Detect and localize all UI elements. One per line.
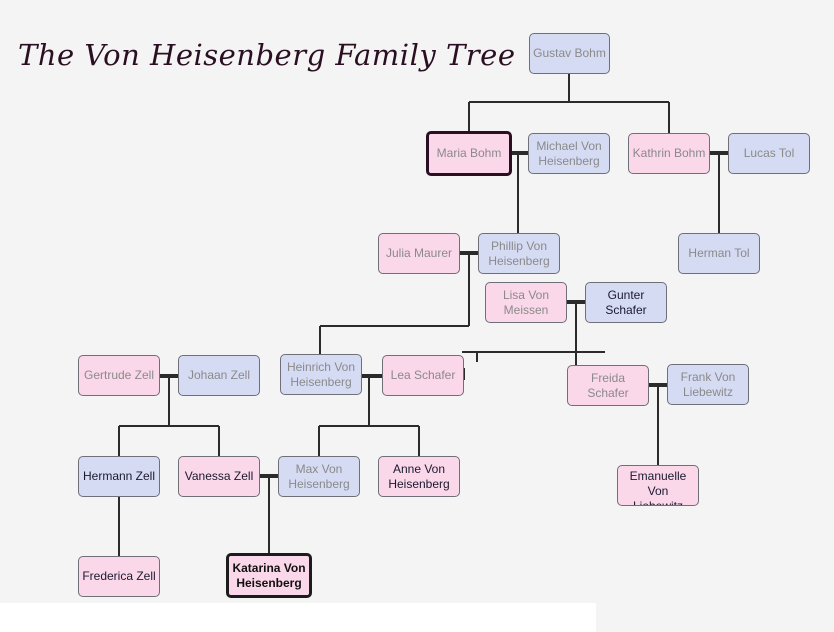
person-name: Herman Tol: [688, 246, 750, 260]
person-node-gustav-bohm[interactable]: Gustav Bohm: [529, 33, 610, 74]
person-name: Kathrin Bohm: [632, 146, 706, 160]
person-name: Anne Von Heisenberg: [388, 461, 450, 491]
person-node-lea-schafer[interactable]: Lea Schafer: [382, 355, 464, 396]
person-node-frank-von-liebewitz[interactable]: Frank Von Liebewitz: [667, 364, 749, 405]
person-node-johaan-zell[interactable]: Johaan Zell: [178, 355, 260, 396]
person-name: Michael Von Heisenberg: [536, 138, 602, 168]
person-name: Gunter Schafer: [605, 287, 647, 317]
bottom-band: [0, 603, 834, 632]
person-name: Vanessa Zell: [184, 469, 254, 483]
person-name: Maria Bohm: [436, 146, 502, 160]
person-name: Hermann Zell: [82, 469, 156, 483]
person-node-hermann-zell[interactable]: Hermann Zell: [78, 456, 160, 497]
person-node-lisa-von-meissen[interactable]: Lisa Von Meissen: [485, 282, 567, 323]
person-node-julia-maurer[interactable]: Julia Maurer: [378, 233, 460, 274]
person-name: Lucas Tol: [743, 146, 795, 160]
person-node-michael-von-heisenberg[interactable]: Michael Von Heisenberg: [528, 133, 610, 174]
person-name: Lisa Von Meissen: [502, 287, 550, 317]
person-node-vanessa-zell[interactable]: Vanessa Zell: [178, 456, 260, 497]
person-node-kathrin-bohm[interactable]: Kathrin Bohm: [628, 133, 710, 174]
person-node-anne-von-heisenberg[interactable]: Anne Von Heisenberg: [378, 456, 460, 497]
person-name: Max Von Heisenberg: [288, 461, 350, 491]
person-name: Heinrich Von Heisenberg: [286, 359, 356, 389]
person-name: Gustav Bohm: [533, 46, 606, 60]
person-node-freida-schafer[interactable]: Freida Schafer: [567, 365, 649, 406]
person-name: Frank Von Liebewitz: [680, 369, 736, 399]
person-node-katarina-von-heisenberg[interactable]: Katarina Von Heisenberg: [226, 553, 312, 598]
person-node-maria-bohm[interactable]: Maria Bohm: [426, 131, 512, 176]
person-node-emanuelle-von-liebewitz[interactable]: Emanuelle Von Liebewitz: [617, 465, 699, 506]
person-node-herman-tol[interactable]: Herman Tol: [678, 233, 760, 274]
person-name: Freida Schafer: [587, 370, 629, 400]
person-node-lucas-tol[interactable]: Lucas Tol: [728, 133, 810, 174]
person-name: Johaan Zell: [187, 368, 251, 382]
person-node-gertrude-zell[interactable]: Gertrude Zell: [78, 355, 160, 396]
person-node-max-von-heisenberg[interactable]: Max Von Heisenberg: [278, 456, 360, 497]
person-name: Katarina Von Heisenberg: [232, 560, 306, 590]
person-node-heinrich-von-heisenberg[interactable]: Heinrich Von Heisenberg: [280, 354, 362, 395]
person-name: Emanuelle Von Liebewitz: [629, 469, 687, 506]
person-name: Phillip Von Heisenberg: [488, 238, 550, 268]
person-node-frederica-zell[interactable]: Frederica Zell: [78, 556, 160, 597]
person-name: Frederica Zell: [82, 569, 156, 583]
page-title: The Von Heisenberg Family Tree: [18, 38, 516, 72]
person-name: Lea Schafer: [390, 368, 456, 382]
person-node-phillip-von-heisenberg[interactable]: Phillip Von Heisenberg: [478, 233, 560, 274]
person-node-gunter-schafer[interactable]: Gunter Schafer: [585, 282, 667, 323]
person-name: Julia Maurer: [385, 246, 453, 260]
person-name: Gertrude Zell: [83, 368, 155, 382]
